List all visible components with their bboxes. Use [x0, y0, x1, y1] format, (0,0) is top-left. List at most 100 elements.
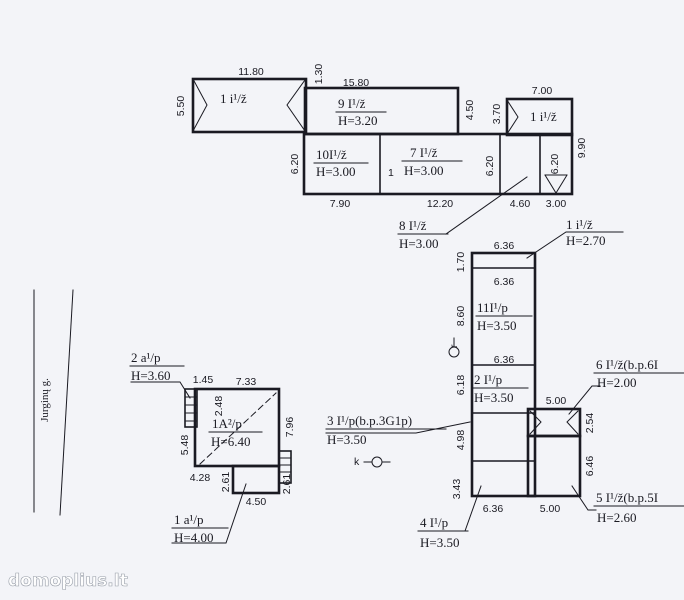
label-room-11-height: H=3.50: [477, 318, 516, 333]
dim-6-18: 6.18: [455, 375, 467, 396]
dim-2-48: 2.48: [213, 396, 225, 417]
label-room-7: 7 I¹/ž: [410, 145, 438, 160]
label-room-1i-left: 1 i¹/ž: [220, 91, 247, 106]
dim-5-00-b: 5.00: [540, 503, 561, 515]
leader-room-8: [445, 176, 528, 235]
dim-7-90: 7.90: [330, 198, 351, 210]
dim-6-46: 6.46: [584, 456, 596, 477]
dim-5-50: 5.50: [175, 96, 187, 117]
dim-2-61-b: 2.61: [281, 474, 293, 495]
label-room-2: 2 I¹/p: [474, 372, 502, 387]
label-room-1i-right: 1 i¹/ž: [530, 109, 557, 124]
room-1i-right-outline: [505, 97, 574, 137]
dim-5-48: 5.48: [179, 435, 191, 456]
dim-15-80: 15.80: [343, 77, 369, 89]
label-room-3: 3 I¹/p(b.p.3G1p): [327, 413, 412, 428]
room-1a-outline: [231, 464, 281, 495]
dim-1-45: 1.45: [193, 374, 214, 386]
entrance-label-r: r: [448, 344, 460, 348]
label-room-1a: 1 a¹/p: [174, 512, 204, 527]
dim-6-36-d: 6.36: [483, 503, 504, 515]
leader-room-2a: [130, 381, 191, 399]
dim-4-50: 4.50: [246, 496, 267, 508]
rooms-row-outline: [302, 132, 574, 196]
stair-mark-right-top: [506, 99, 519, 135]
dim-6-36-c: 6.36: [494, 354, 515, 366]
label-room-10-height: H=3.00: [316, 164, 355, 179]
label-room-1a-height: H=4.00: [174, 530, 213, 545]
label-room-2-height: H=3.50: [474, 390, 513, 405]
stair-mark-6-left: [529, 410, 542, 435]
label-room-5: 5 I¹/ž(b.p.5I: [596, 490, 658, 505]
dim-7-33: 7.33: [236, 376, 257, 388]
label-room-7-height: H=3.00: [404, 163, 443, 178]
dim-7-96: 7.96: [284, 417, 296, 438]
label-room-2a-height: H=3.60: [131, 368, 170, 383]
dim-1-30: 1.30: [313, 64, 325, 85]
dim-4-50: 4.50: [464, 100, 476, 121]
leader-room-1i: [526, 231, 624, 259]
label-room-8: 8 I¹/ž: [399, 218, 427, 233]
dim-6-20-b: 6.20: [484, 156, 496, 177]
stair-mark-6-right: [566, 410, 579, 435]
label-room-9-height: H=3.20: [338, 113, 377, 128]
entrance-marker-r: r: [448, 337, 460, 358]
dim-9-90: 9.90: [576, 138, 588, 159]
leader-room-5: [571, 485, 597, 511]
entrance-label-k: k: [354, 456, 360, 468]
dim-6-20-a: 6.20: [289, 154, 301, 175]
dim-3-70: 3.70: [491, 104, 503, 125]
dim-4-60: 4.60: [510, 198, 531, 210]
label-room-9: 9 I¹/ž: [338, 96, 366, 111]
watermark: domoplius.lt: [8, 571, 128, 591]
dim-6-36-b: 6.36: [494, 276, 515, 288]
room-7-mark: 1: [388, 167, 394, 179]
dim-7-00: 7.00: [532, 85, 553, 97]
dim-2-61-a: 2.61: [220, 472, 232, 493]
label-room-8-height: H=3.00: [399, 236, 438, 251]
label-room-2a: 2 a¹/p: [131, 350, 161, 365]
dim-2-54: 2.54: [584, 413, 596, 434]
room-9-outline: [303, 86, 460, 136]
dim-5-00-a: 5.00: [546, 395, 567, 407]
street-name: Jurginų g.: [39, 378, 51, 422]
dim-12-20: 12.20: [427, 198, 453, 210]
right-main-outline: [470, 251, 537, 498]
label-room-6: 6 I¹/ž(b.p.6I: [596, 357, 658, 372]
room-5-outline: [526, 434, 582, 498]
dim-8-60: 8.60: [455, 306, 467, 327]
stairs-1a: [278, 450, 292, 484]
leader-room-3: [325, 421, 471, 434]
label-room-6-height: H=2.00: [597, 375, 636, 390]
label-room-1A: 1A²/p: [212, 416, 242, 431]
leader-room-6: [568, 385, 601, 415]
label-room-4-height: H=3.50: [420, 535, 459, 550]
entrance-marker-k: k: [354, 456, 391, 468]
label-room-3-height: H=3.50: [327, 432, 366, 447]
stairs-2a: [184, 388, 198, 428]
dim-1-70: 1.70: [455, 252, 467, 273]
dim-11-80: 11.80: [238, 66, 264, 78]
stair-mark-right: [286, 79, 306, 132]
building-left: 1.45 7.33 2.48 7.96 5.48 4.28 2.61 2.61 …: [129, 350, 296, 545]
dim-4-98: 4.98: [455, 430, 467, 451]
dim-3-00: 3.00: [546, 198, 567, 210]
label-room-1A-height: H=6.40: [211, 434, 250, 449]
entrance-circle: [448, 346, 460, 358]
label-room-4: 4 I¹/p: [420, 515, 448, 530]
leader-room-1a: [171, 483, 247, 544]
room-1i-left-outline: [191, 77, 308, 134]
dashed-diagonal: [199, 392, 277, 465]
label-room-11: 11I¹/p: [477, 300, 508, 315]
dim-6-36-a: 6.36: [494, 240, 515, 252]
building-right: r k 6.36 1.70 6.36 8.60 6.36 6.18 5.00 2…: [325, 217, 684, 550]
street-edge-right: [59, 289, 74, 516]
street-marker: Jurginų g.: [33, 289, 74, 516]
label-room-1i: 1 i¹/ž: [566, 217, 593, 232]
label-room-1i-height: H=2.70: [566, 233, 605, 248]
stair-mark-right-bottom: [544, 174, 568, 194]
building-top: 11.80 5.50 1.30 15.80 4.50 3.70 7.00 9.9…: [175, 64, 588, 251]
dim-3-43: 3.43: [451, 479, 463, 500]
dim-4-28: 4.28: [190, 472, 211, 484]
